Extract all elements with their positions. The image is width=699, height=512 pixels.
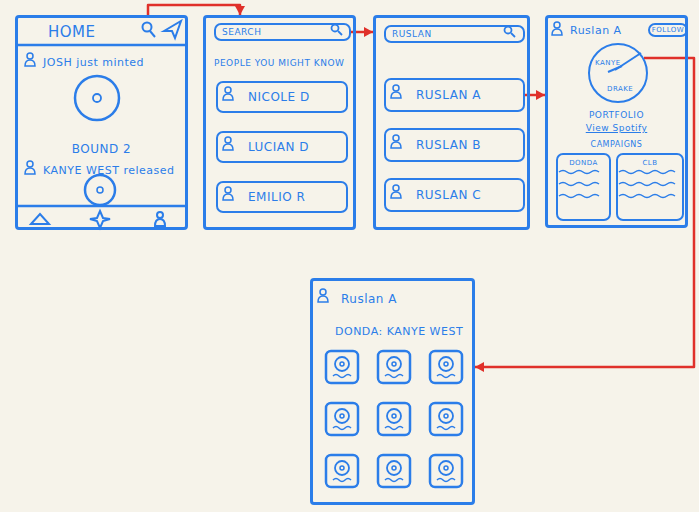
list-button: RUSLAN A [384, 78, 525, 112]
nft-circle [75, 76, 119, 120]
home-header-line [15, 44, 188, 47]
flow-arrow [148, 5, 245, 15]
arrow-head [235, 6, 245, 15]
home-header-line [15, 45, 188, 46]
flow-arrow [475, 58, 694, 372]
person-icon [223, 187, 233, 200]
person-icon [223, 87, 233, 100]
nft-circle [85, 175, 115, 205]
nft-circle [93, 94, 101, 102]
person-icon [25, 53, 35, 66]
card-scribble [559, 183, 599, 186]
nft-circle [97, 187, 103, 193]
pie-label: DRAKE [607, 85, 633, 93]
nft-tile [430, 455, 462, 487]
search-icon [505, 27, 512, 34]
wireframe-text: CLB [618, 159, 682, 167]
flow-arrow-line [475, 58, 694, 367]
wireframe-text: DONDA [558, 159, 609, 167]
nft-tile [378, 351, 410, 383]
list-button: EMILIO R [216, 181, 348, 213]
wireframe-text: CAMPAIGNS [548, 140, 685, 150]
wireframe-text: RUSLAN B [416, 138, 481, 152]
arrow-head [536, 90, 545, 100]
wireframe-text: PORTFOLIO [548, 110, 685, 121]
pie-chart: KANYE DRAKE [588, 43, 648, 103]
wireframe-text: SEARCH [222, 27, 261, 38]
person-icon [25, 22, 562, 302]
nft-tile [326, 351, 462, 487]
card-scribble [559, 171, 599, 174]
search-icon [143, 23, 152, 32]
person-icon [391, 185, 401, 198]
campaign-card: CLB [616, 153, 684, 221]
card-scribble [619, 195, 675, 198]
wireframe-text: LUCIAN D [248, 140, 309, 154]
wireframe-text: Ruslan A [341, 292, 397, 306]
nft-tile [326, 351, 358, 383]
list-button: LUCIAN D [216, 131, 348, 163]
person-icon [391, 85, 401, 98]
bottom-nav [155, 219, 165, 226]
bottom-nav [31, 214, 49, 224]
person-icon [552, 22, 562, 35]
wireframe-text: NICOLE D [248, 90, 310, 104]
nft-tile [430, 403, 462, 435]
person-icon [318, 289, 328, 302]
wireframe-text: RUSLAN [392, 29, 432, 40]
search-bar: SEARCH [214, 23, 351, 41]
card-scribble [559, 195, 599, 198]
flow-arrow-line [148, 5, 240, 15]
arrow-head [475, 362, 484, 372]
card-scribble [619, 171, 675, 174]
send-icon [164, 21, 181, 38]
list-button: RUSLAN C [384, 178, 525, 212]
bottom-nav [157, 212, 163, 218]
person-icon [391, 135, 401, 148]
follow-button: FOLLOW [648, 23, 688, 37]
wireframe-text: EMILIO R [248, 190, 305, 204]
bottom-nav [90, 211, 110, 228]
pie-label: KANYE [595, 59, 621, 67]
wireframe-text: FOLLOW [650, 26, 686, 34]
nft-tile [378, 455, 410, 487]
campaign-card: DONDA [556, 153, 611, 221]
phone-screen: HOME JOSH just mintedBOUND 2 KANYE WEST re… [15, 15, 188, 230]
search-icon [511, 33, 515, 37]
search-icon [332, 25, 339, 32]
nft-circle [75, 76, 119, 205]
list-button: NICOLE D [216, 81, 348, 113]
wireframe-text: DONDA: KANYE WEST [335, 325, 463, 338]
wireframe-text: BOUND 2 [18, 142, 185, 156]
search-bar: RUSLAN [384, 25, 525, 43]
search-icon [150, 31, 155, 37]
person-icon [223, 137, 233, 150]
phone-screen: FOLLOW KANYE DRAKE DONDA CLB Ruslan A PORTFOLI… [545, 15, 688, 228]
phone-screen: SEARCH NICOLE D LUCIAN D EMILIO R PEOPLE YOU… [203, 15, 356, 230]
search-icon [338, 31, 342, 35]
wireframe-text: RUSLAN A [416, 88, 481, 102]
wireframe-text: KANYE WEST released [43, 164, 175, 177]
search-icon [143, 23, 156, 38]
wireframe-text: View Spotify [548, 123, 685, 134]
nft-tile [430, 351, 462, 383]
nft-tile [326, 455, 358, 487]
wireframe-text: HOME [48, 23, 96, 41]
list-button: RUSLAN B [384, 128, 525, 162]
wireframe-text: Ruslan A [570, 24, 622, 37]
card-scribble [619, 183, 675, 186]
wireframe-text: JOSH just minted [43, 56, 144, 69]
send-icon [164, 21, 181, 38]
arrow-head [364, 27, 373, 37]
phone-screen: RUSLAN RUSLAN A RUSLAN B RUSLAN C [373, 15, 530, 230]
phone-screen: Ruslan A DONDA: KANYE WEST [310, 278, 475, 505]
bottom-nav [15, 205, 188, 208]
wireframe-text: RUSLAN C [416, 188, 481, 202]
wireframe-text: PEOPLE YOU MIGHT KNOW [214, 58, 344, 69]
person-icon [25, 161, 35, 174]
nft-tile [378, 403, 410, 435]
bottom-nav [15, 206, 188, 228]
nft-tile [326, 403, 358, 435]
